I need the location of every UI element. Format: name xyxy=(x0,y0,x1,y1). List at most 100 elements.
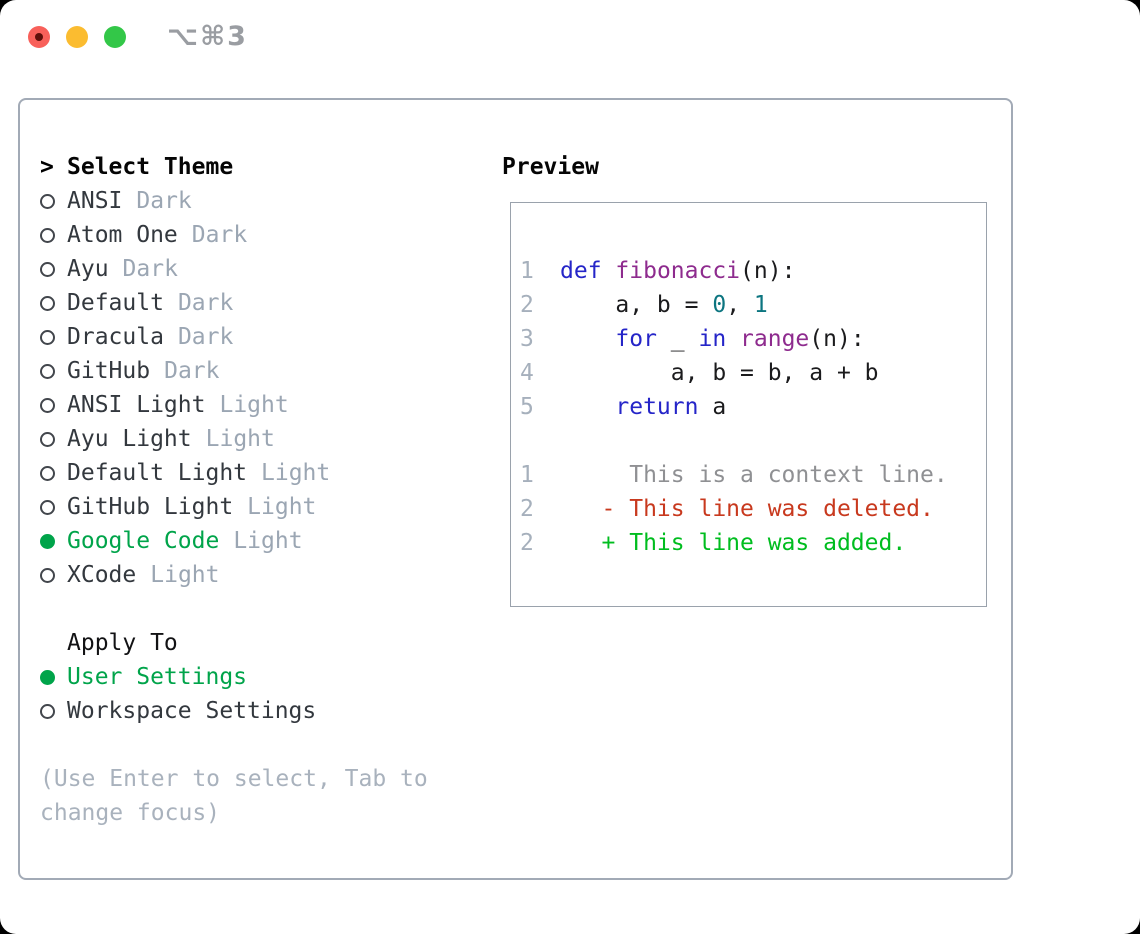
theme-variant-tag: Dark xyxy=(122,256,178,282)
code-token: a, b = b, a + b xyxy=(560,360,879,386)
apply-to-title: Apply To xyxy=(67,630,178,656)
theme-variant-tag: Dark xyxy=(177,290,234,316)
theme-option[interactable]: GitHub Light Light xyxy=(40,490,485,524)
diff-deleted-line: - This line was deleted. xyxy=(560,496,934,522)
bullet-col xyxy=(40,397,67,413)
theme-name: Ayu xyxy=(67,256,109,282)
spacer xyxy=(40,728,485,762)
theme-option[interactable]: ANSI Light Light xyxy=(40,388,485,422)
bullet-col xyxy=(40,295,67,311)
code-token xyxy=(560,394,615,420)
theme-name: Dracula xyxy=(67,324,164,350)
theme-variant-tag: Dark xyxy=(164,358,220,384)
bullet-col xyxy=(40,227,67,243)
theme-name: Atom One xyxy=(67,222,178,248)
theme-option[interactable]: Ayu Light Light xyxy=(40,422,485,456)
line-number: 2 xyxy=(520,530,534,556)
bullet-col xyxy=(40,703,67,719)
radio-ring-icon xyxy=(40,499,55,515)
code-token: a xyxy=(698,394,727,420)
radio-dot-icon xyxy=(40,669,55,685)
theme-option[interactable]: ANSI Dark xyxy=(40,184,485,218)
theme-option[interactable]: Ayu Dark xyxy=(40,252,485,286)
code-preview: 1 def fibonacci(n): 2 a, b = 0, 1 3 for … xyxy=(520,254,986,424)
theme-list: ANSI Dark Atom One Dark Ayu Dark Default… xyxy=(40,184,485,592)
line-number: 2 xyxy=(520,496,534,522)
code-token: return xyxy=(615,394,699,420)
bullet-col xyxy=(40,363,67,379)
radio-ring-icon xyxy=(40,567,55,583)
theme-variant-tag: Dark xyxy=(136,188,192,214)
apply-option[interactable]: User Settings xyxy=(40,660,485,694)
theme-option[interactable]: Google Code Light xyxy=(40,524,485,558)
bullet-col xyxy=(40,499,67,515)
radio-ring-icon xyxy=(40,193,55,209)
code-token: (n): xyxy=(809,326,865,352)
bullet-col xyxy=(40,669,67,685)
theme-selector-panel: > Select Theme ANSI Dark Atom One Dark A… xyxy=(18,98,1013,880)
theme-name: Ayu Light xyxy=(67,426,192,452)
diff-added-line: + This line was added. xyxy=(560,530,907,556)
theme-variant-tag: Light xyxy=(205,426,275,452)
bullet-col xyxy=(40,193,67,209)
theme-variant-tag: Dark xyxy=(177,324,234,350)
code-token xyxy=(602,258,616,284)
bullet-col xyxy=(40,567,67,583)
theme-name: GitHub Light xyxy=(67,494,234,520)
theme-variant-tag: Light xyxy=(247,494,317,520)
theme-option[interactable]: Default Dark xyxy=(40,286,485,320)
code-token xyxy=(726,326,740,352)
theme-option[interactable]: Default Light Light xyxy=(40,456,485,490)
diff-preview: 1 This is a context line. 2 - This line … xyxy=(520,458,986,560)
theme-option[interactable]: Dracula Dark xyxy=(40,320,485,354)
bullet-col xyxy=(40,533,67,549)
line-content: def fibonacci(n): xyxy=(560,258,795,284)
theme-name: ANSI Light xyxy=(67,392,206,418)
code-token xyxy=(560,326,615,352)
radio-ring-icon xyxy=(40,397,55,413)
radio-ring-icon xyxy=(40,329,55,345)
radio-dot-icon xyxy=(40,533,55,549)
line-content: a, b = 0, 1 xyxy=(560,292,767,318)
select-theme-header: > Select Theme xyxy=(40,150,485,184)
theme-option[interactable]: Atom One Dark xyxy=(40,218,485,252)
preview-line: 3 for _ in range(n): xyxy=(520,322,986,356)
theme-name: GitHub xyxy=(67,358,151,384)
preview-line: 4 a, b = b, a + b xyxy=(520,356,986,390)
line-number: 1 xyxy=(520,462,534,488)
theme-option[interactable]: GitHub Dark xyxy=(40,354,485,388)
unsaved-dot-icon xyxy=(35,33,43,41)
cursor-prefix: > xyxy=(40,154,54,180)
theme-name: Google Code xyxy=(67,528,220,554)
diff-context-line: This is a context line. xyxy=(560,462,948,488)
apply-option[interactable]: Workspace Settings xyxy=(40,694,485,728)
apply-to-header: Apply To xyxy=(40,626,485,660)
code-token: range xyxy=(740,326,810,352)
fullscreen-icon[interactable] xyxy=(104,26,126,48)
radio-ring-icon xyxy=(40,363,55,379)
line-number: 5 xyxy=(520,394,534,420)
minimize-icon[interactable] xyxy=(66,26,88,48)
preview-line: 1 This is a context line. xyxy=(520,458,986,492)
traffic-lights xyxy=(28,26,126,48)
bullet-col xyxy=(40,261,67,277)
theme-variant-tag: Light xyxy=(233,528,303,554)
code-token: (n): xyxy=(740,258,796,284)
theme-name: XCode xyxy=(67,562,137,588)
bullet-col xyxy=(40,431,67,447)
radio-ring-icon xyxy=(40,295,55,311)
window-title: ⌥⌘3 xyxy=(167,21,248,52)
line-number: 1 xyxy=(520,258,534,284)
spacer xyxy=(40,592,485,626)
preview-line: 2 + This line was added. xyxy=(520,526,986,560)
apply-to-list: User Settings Workspace Settings xyxy=(40,660,485,728)
line-content: return a xyxy=(560,394,726,420)
theme-option[interactable]: XCode Light xyxy=(40,558,485,592)
theme-variant-tag: Light xyxy=(150,562,220,588)
preview-line: 2 - This line was deleted. xyxy=(520,492,986,526)
spacer xyxy=(520,424,986,458)
radio-ring-icon xyxy=(40,227,55,243)
theme-name: Default Light xyxy=(67,460,248,486)
code-token: for xyxy=(615,326,657,352)
close-icon[interactable] xyxy=(28,26,50,48)
